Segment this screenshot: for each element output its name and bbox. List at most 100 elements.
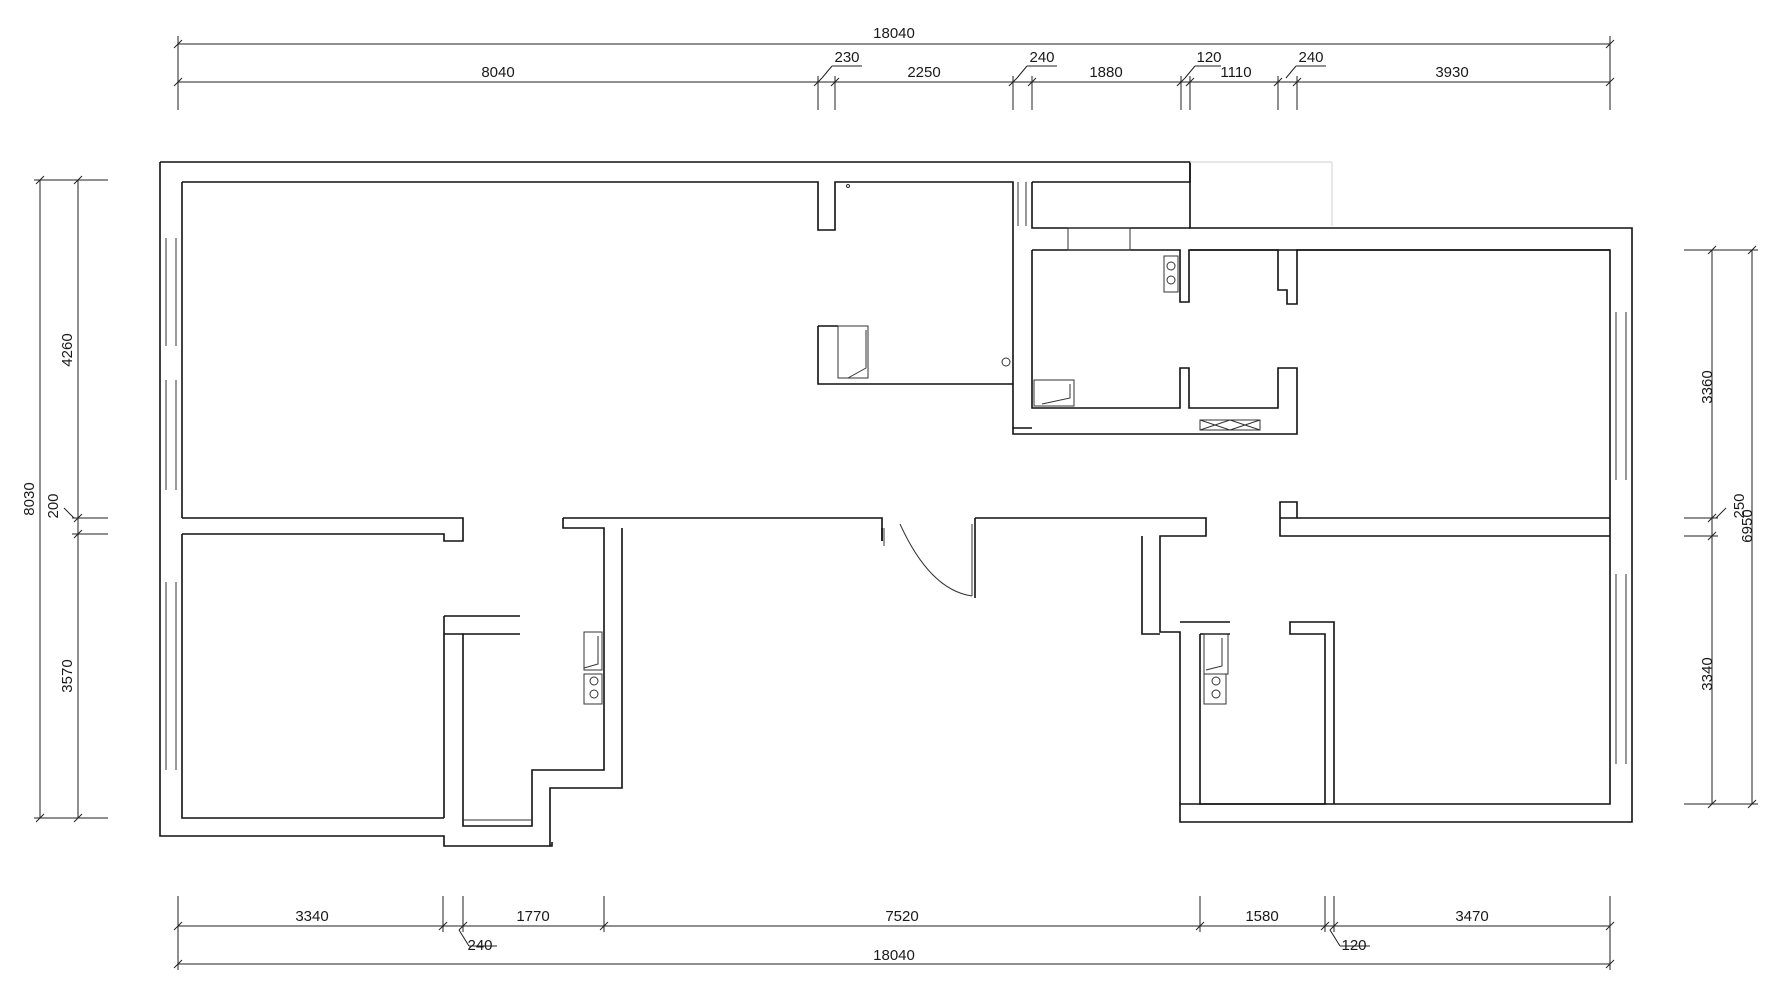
- inner-wall-left-lower: [181, 534, 444, 819]
- corridor-stub: [562, 518, 605, 622]
- right-dimension-chain: 3360 250 3340 6950: [1684, 245, 1758, 809]
- top-seg-label: 240: [1029, 49, 1054, 66]
- door-swing-arc: [899, 523, 973, 597]
- bottom-total-label: 18040: [873, 947, 915, 964]
- dim-tick: [73, 813, 83, 823]
- dim-tick: [1707, 513, 1717, 523]
- left-fixture-detail: [847, 330, 867, 379]
- dim-tick: [1176, 77, 1186, 87]
- cabinet-unit: [1199, 419, 1261, 431]
- right-bath-walls: [1199, 621, 1335, 805]
- right-room-divider: [1279, 518, 1610, 537]
- dim-leader: [1329, 929, 1341, 947]
- bottom-dimension-chain: 3340 240 1770 7520 1580 120 3470 18040: [173, 896, 1615, 970]
- living-partition: [817, 326, 1013, 385]
- dim-tick: [173, 959, 183, 969]
- dim-tick: [458, 921, 468, 931]
- dim-tick: [1605, 959, 1615, 969]
- dim-tick: [1707, 531, 1717, 541]
- bottom-seg-label: 7520: [885, 908, 918, 925]
- bottom-seg-label: 3470: [1455, 908, 1488, 925]
- left-seg-label: 4260: [59, 333, 76, 366]
- entry-door: [883, 523, 973, 597]
- dim-leader: [821, 65, 833, 79]
- dim-tick: [1027, 77, 1037, 87]
- dim-tick: [1747, 799, 1757, 809]
- dim-tick: [1329, 921, 1339, 931]
- left-bath-fixture-icon: [589, 689, 599, 699]
- bottom-seg-label: 3340: [295, 908, 328, 925]
- kitchen-upper-walls: [1032, 249, 1610, 305]
- kitchen-fixture-detail: [1041, 384, 1071, 405]
- left-bath-fixture-icon: [589, 676, 599, 686]
- top-seg-label: 2250: [907, 64, 940, 81]
- dim-tick: [1292, 77, 1302, 87]
- top-seg-label: 120: [1196, 49, 1221, 66]
- top-seg-label: 8040: [481, 64, 514, 81]
- stove-burner-icon: [1166, 275, 1176, 285]
- dim-tick: [1605, 39, 1615, 49]
- windows: [165, 161, 1627, 770]
- left-dimension-chain: 8030 4260 200 3570: [21, 175, 108, 823]
- fixtures: [463, 184, 1261, 821]
- dim-tick: [813, 77, 823, 87]
- dim-tick: [173, 39, 183, 49]
- right-total-label: 6950: [1739, 509, 1756, 542]
- inner-wall-top-left: [182, 181, 1032, 429]
- right-bath-fixture-icon: [1211, 676, 1221, 686]
- left-bath-toilet-detail: [583, 636, 599, 669]
- left-bath-basin: [583, 673, 603, 705]
- right-seg-label: 3340: [1699, 657, 1716, 690]
- top-seg-label: 240: [1298, 49, 1323, 66]
- left-room-divider: [182, 517, 464, 542]
- right-bath-fixture-icon: [1211, 689, 1221, 699]
- dim-tick: [173, 921, 183, 931]
- dim-tick: [438, 921, 448, 931]
- top-seg-label: 230: [834, 49, 859, 66]
- top-seg-label: 1110: [1220, 64, 1251, 81]
- right-seg-label: 3360: [1699, 370, 1716, 403]
- right-bath-basin: [1203, 673, 1227, 705]
- kitchen-top-wall: [1031, 182, 1190, 229]
- kitchen-fixture: [1033, 379, 1075, 407]
- dim-leader: [458, 929, 470, 947]
- dim-tick: [73, 513, 83, 523]
- dim-leader: [1016, 65, 1028, 79]
- top-total-label: 18040: [873, 25, 915, 42]
- dim-tick: [1195, 921, 1205, 931]
- bottom-seg-label: 240: [467, 937, 492, 954]
- left-fixture-box: [837, 325, 869, 379]
- left-bath-toilet: [583, 631, 603, 671]
- cabinet-cross: [1199, 419, 1231, 431]
- corridor-left-wall: [549, 528, 623, 846]
- corridor-top-left: [563, 517, 883, 541]
- dim-tick: [1185, 77, 1195, 87]
- right-divider-stub: [1279, 501, 1298, 518]
- stove-unit: [1163, 255, 1179, 293]
- dim-tick: [1707, 245, 1717, 255]
- dim-tick: [173, 77, 183, 87]
- corridor-top-right: [975, 517, 1207, 804]
- dim-tick: [1605, 921, 1615, 931]
- dim-tick: [35, 813, 45, 823]
- dim-tick: [1273, 77, 1283, 87]
- left-seg-label: 200: [45, 493, 62, 518]
- pipe-mark: [846, 184, 850, 188]
- left-seg-label: 3570: [59, 659, 76, 692]
- bottom-seg-label: 1580: [1245, 908, 1278, 925]
- dim-tick: [73, 529, 83, 539]
- kitchen-lower-walls: [1012, 250, 1298, 435]
- dim-tick: [599, 921, 609, 931]
- dim-tick: [1747, 245, 1757, 255]
- dim-tick: [1008, 77, 1018, 87]
- dim-tick: [1605, 77, 1615, 87]
- outer-wall-right-part: [160, 161, 1633, 823]
- dim-leader: [1715, 507, 1727, 519]
- dim-leader: [63, 507, 75, 519]
- bottom-seg-label: 1770: [516, 908, 549, 925]
- left-bath-walls: [443, 622, 605, 827]
- dim-tick: [1707, 799, 1717, 809]
- dim-leader: [1285, 65, 1297, 79]
- walls: [159, 161, 1633, 847]
